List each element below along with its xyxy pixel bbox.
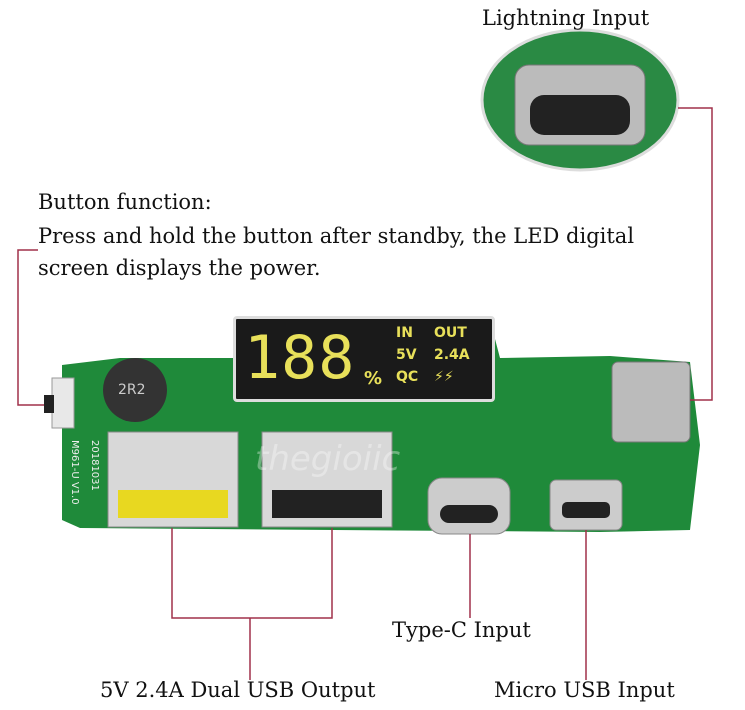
- micro-usb-opening: [562, 502, 610, 518]
- lightning-input-label: Lightning Input: [482, 6, 650, 30]
- inductor-label: 2R2: [118, 382, 146, 398]
- button-function-title: Button function:: [38, 190, 212, 214]
- board-date: 20181031: [89, 440, 100, 491]
- out-indicator: OUT: [434, 325, 467, 341]
- watermark: thegioiic: [255, 439, 401, 479]
- battery-percent-digits: 188: [244, 323, 356, 393]
- push-button: [51, 377, 75, 429]
- usb-output-label: 5V 2.4A Dual USB Output: [100, 678, 376, 702]
- button-function-desc-1: Press and hold the button after standby,…: [38, 224, 635, 248]
- lightning-port-opening: [530, 95, 630, 135]
- board-model: M961-U V1.0: [69, 440, 80, 505]
- led-display: 188 % IN OUT 5V 2.4A QC ⚡⚡: [233, 316, 495, 402]
- button-function-desc-2: screen displays the power.: [38, 256, 321, 280]
- micro-usb-input-label: Micro USB Input: [494, 678, 675, 702]
- leader-lines: [17, 107, 713, 680]
- usb-a-port-1-insert: [118, 490, 228, 518]
- in-indicator: IN: [396, 325, 413, 341]
- lightning-port-board: [611, 361, 691, 443]
- type-c-opening: [440, 505, 498, 523]
- voltage-indicator: 5V: [396, 347, 417, 363]
- type-c-input-label: Type-C Input: [392, 618, 531, 642]
- push-button-actuator: [44, 395, 54, 413]
- inductor: [103, 358, 167, 422]
- fast-charge-icon: ⚡⚡: [434, 369, 454, 385]
- current-indicator: 2.4A: [434, 347, 470, 363]
- usb-a-port-2-insert: [272, 490, 382, 518]
- qc-indicator: QC: [396, 369, 419, 385]
- indicator-grid: IN OUT 5V 2.4A QC ⚡⚡: [396, 325, 484, 385]
- percent-sign: %: [364, 368, 383, 389]
